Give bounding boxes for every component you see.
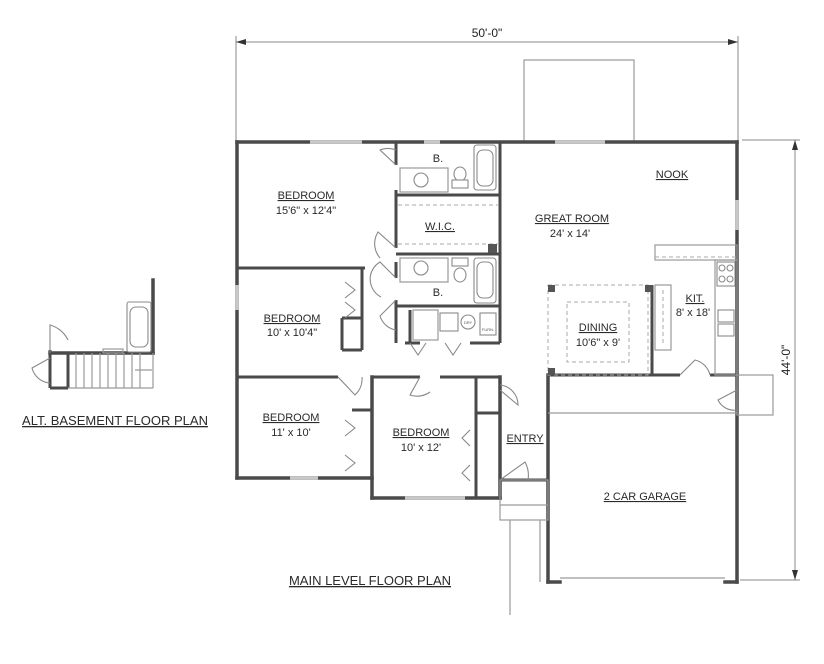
room-dining: DINING 10'6" x 9'	[576, 322, 620, 349]
room-bedroom-3: BEDROOM 11' x 10'	[263, 412, 320, 439]
kitchen-cabinets	[654, 244, 738, 376]
room-size: 10'6" x 9'	[576, 337, 620, 349]
vanity	[399, 257, 449, 283]
room-name: BEDROOM	[263, 412, 320, 424]
room-size: 10' x 10'4"	[267, 327, 317, 339]
arrow-down-icon	[792, 570, 798, 580]
room-name: DINING	[579, 322, 618, 334]
dining-area	[547, 284, 652, 376]
room-name: BEDROOM	[264, 313, 321, 325]
room-bath-2-label: B.	[433, 287, 443, 299]
dryer-icon	[460, 314, 476, 330]
stair-treads	[75, 353, 141, 388]
sink-icon	[413, 172, 429, 188]
toilet-icon	[453, 267, 467, 283]
washer-icon	[439, 312, 459, 332]
depth-dimension-label: 44'-0"	[779, 345, 793, 376]
main-plan-title: MAIN LEVEL FLOOR PLAN	[289, 573, 451, 588]
entry-porch	[499, 479, 549, 615]
garage-side-stoop	[736, 374, 774, 416]
water-heater-icon	[488, 244, 497, 253]
room-bedroom-1: BEDROOM 15'6" x 12'4"	[276, 190, 336, 217]
alt-basement-plan: ALT. BASEMENT FLOOR PLAN	[22, 278, 208, 428]
sink-icon	[717, 309, 735, 323]
laundry-area: DRY FURN.	[412, 309, 497, 341]
bath-fixtures	[398, 144, 498, 304]
room-great-room: GREAT ROOM 24' x 14'	[535, 213, 609, 240]
room-wic-label: W.I.C.	[425, 221, 455, 233]
arrow-left-icon	[236, 39, 246, 45]
room-garage-label: 2 CAR GARAGE	[604, 491, 687, 503]
width-dimension: 50'-0"	[235, 26, 739, 142]
sink-icon	[413, 260, 429, 276]
rear-patio-outline	[523, 59, 635, 143]
room-size: 11' x 10'	[271, 427, 310, 439]
arrow-up-icon	[792, 140, 798, 150]
room-name: GREAT ROOM	[535, 213, 609, 225]
column-icon	[645, 285, 652, 292]
room-bath-1-label: B.	[433, 153, 443, 165]
depth-dimension: 44'-0"	[740, 139, 800, 581]
room-nook-label: NOOK	[656, 169, 689, 181]
room-name: BEDROOM	[278, 190, 335, 202]
svg-text:FURN.: FURN.	[482, 327, 494, 332]
column-icon	[548, 368, 555, 375]
room-size: 10' x 12'	[401, 442, 441, 454]
room-bedroom-2: BEDROOM 10' x 10'4"	[264, 313, 321, 339]
room-kitchen: KIT. 8' x 18'	[676, 293, 710, 319]
room-size: 24' x 14'	[550, 228, 590, 240]
room-size: 15'6" x 12'4"	[276, 205, 336, 217]
furnace-icon	[479, 312, 497, 336]
vanity	[399, 167, 449, 193]
arrow-right-icon	[728, 39, 738, 45]
windows	[235, 140, 739, 500]
toilet-icon	[453, 166, 467, 182]
room-bedroom-4: BEDROOM 10' x 12'	[393, 427, 450, 454]
column-icon	[548, 285, 555, 292]
svg-text:DRY: DRY	[464, 320, 473, 325]
width-dimension-label: 50'-0"	[472, 26, 503, 40]
room-name: KIT.	[686, 293, 705, 305]
room-entry-label: ENTRY	[506, 433, 544, 445]
doors	[337, 148, 738, 482]
room-size: 8' x 18'	[676, 307, 710, 319]
interior-walls	[237, 142, 737, 498]
room-name: BEDROOM	[393, 427, 450, 439]
alt-plan-title: ALT. BASEMENT FLOOR PLAN	[22, 413, 208, 428]
